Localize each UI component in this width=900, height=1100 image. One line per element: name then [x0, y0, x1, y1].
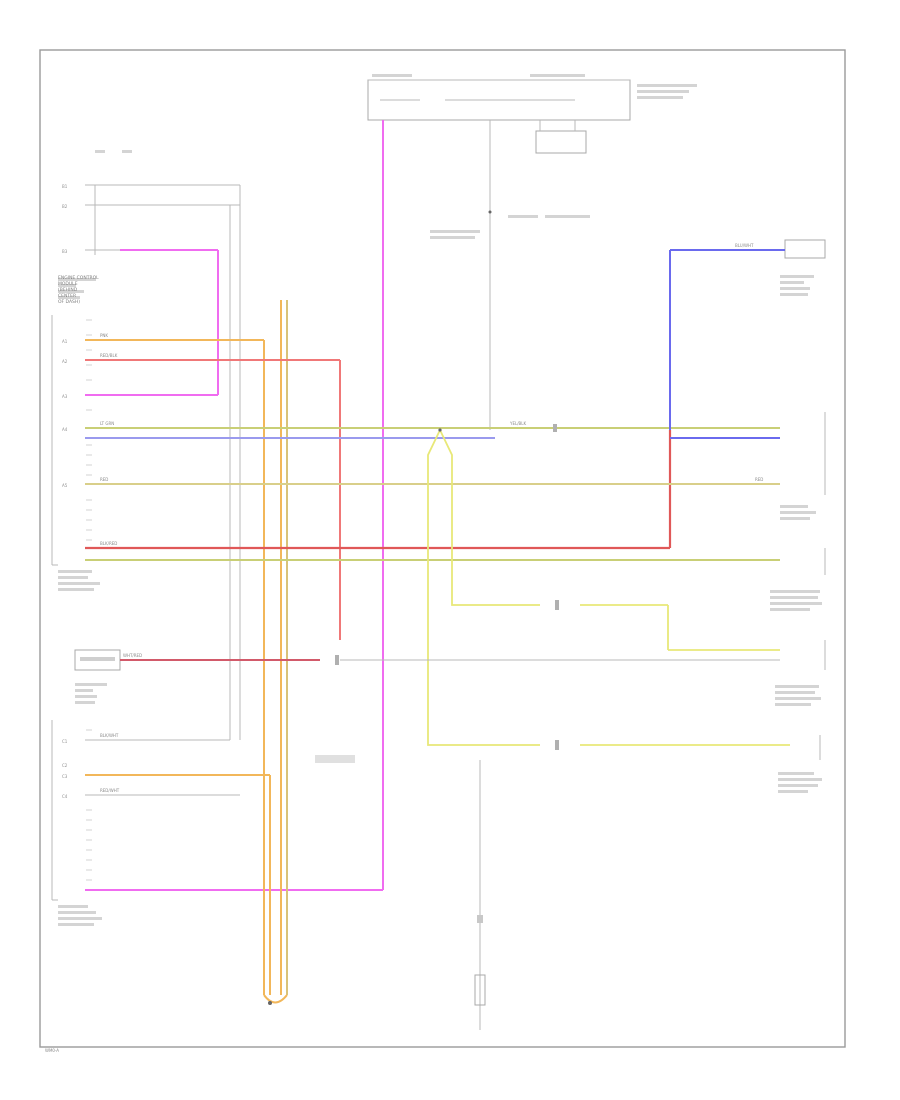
- pin-a4: A4: [62, 427, 68, 432]
- ecu-connector-b: [51, 720, 240, 926]
- ecu-label-line-3: (BEHIND: [58, 287, 78, 293]
- pin-a3: A3: [62, 394, 68, 399]
- pin-a1: A1: [62, 339, 68, 344]
- wire-label-red: RED: [100, 477, 108, 482]
- wire-label-blk-red: BLK/RED: [100, 541, 117, 546]
- wire-orange-pair: [85, 300, 288, 1004]
- wire-pink-vertical: [85, 120, 384, 891]
- wire-blue: [85, 249, 785, 439]
- ecu-label-line-2: MODULE: [58, 281, 78, 287]
- pin-c1: C1: [62, 739, 68, 744]
- wire-label-red-blk: RED/BLK: [100, 353, 118, 358]
- ecu-label-line-4: CENTER: [58, 293, 76, 299]
- data-link-connector-box: [74, 649, 121, 704]
- pin-a2: A2: [62, 359, 68, 364]
- pin-c3: C3: [62, 774, 68, 779]
- pin-c2: C2: [62, 763, 68, 768]
- wire-label-red-right: RED: [755, 477, 763, 482]
- wire-red: [85, 359, 672, 661]
- wire-yellow-branches: [427, 429, 790, 746]
- wire-label-red-wht: RED/WHT: [100, 788, 120, 793]
- wire-label-lt-grn: LT GRN: [100, 421, 114, 426]
- pin-b3: B3: [62, 249, 68, 254]
- ecu-label-line-5: OF DASH): [58, 299, 80, 305]
- wire-label-wht-red: WHT/RED: [123, 653, 142, 658]
- wire-label-blu-wht: BLU/WHT: [735, 243, 754, 248]
- pin-b2: B2: [62, 204, 68, 209]
- ecu-label-line-1: ENGINE CONTROL: [58, 275, 99, 281]
- top-connector-box: [367, 74, 697, 430]
- diagram-frame: [39, 49, 846, 1048]
- inline-connector-symbols: [268, 424, 559, 1006]
- wire-label-blk-wht: BLK/WHT: [100, 733, 119, 738]
- wire-label-yel-blk: YEL/BLK: [509, 421, 527, 426]
- right-components: [770, 239, 826, 793]
- main-relay-block: [58, 150, 241, 740]
- wire-yellow-green: [85, 427, 780, 561]
- ecu-connector-a: [51, 315, 100, 591]
- wire-label-pnk: PNK: [100, 333, 108, 338]
- pin-b1: B1: [62, 184, 68, 189]
- page-code: WM0-A: [45, 1048, 59, 1053]
- pin-a5: A5: [62, 483, 68, 488]
- pin-c4: C4: [62, 794, 68, 799]
- wire-gray-signal: [340, 659, 780, 1030]
